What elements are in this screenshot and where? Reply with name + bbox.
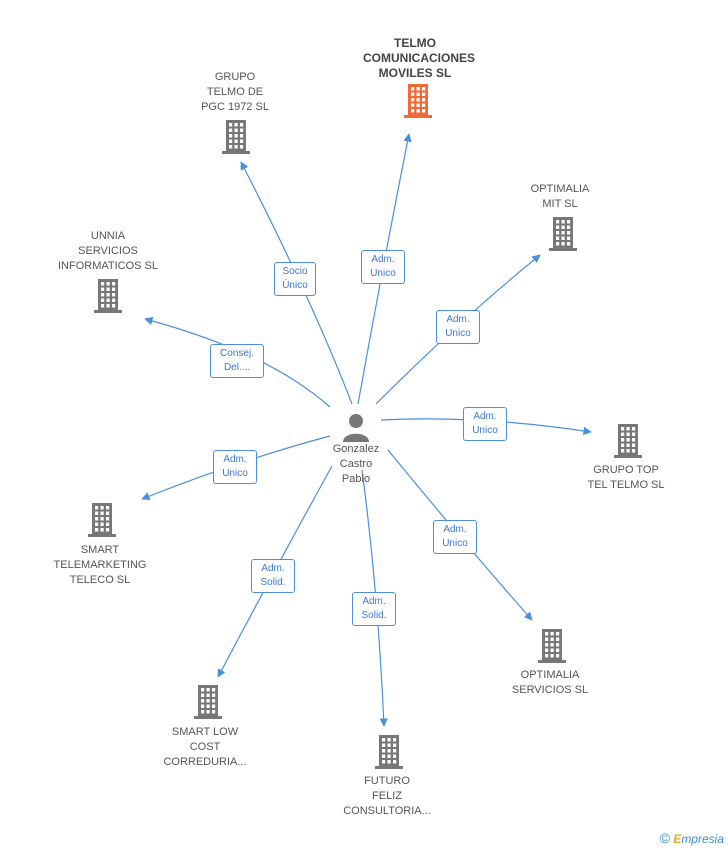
role-badge-grupo-telmo-pgc[interactable]: Socio Único <box>274 262 316 296</box>
company-node-grupo-top-tel[interactable] <box>613 424 643 458</box>
company-label-optimalia-mit[interactable]: OPTIMALIA MIT SL <box>515 182 605 212</box>
company-label-telmo-comunicaciones[interactable]: TELMO COMUNICACIONES MOVILES SL <box>363 36 476 81</box>
company-name: UNNIA SERVICIOS INFORMATICOS SL <box>57 230 159 272</box>
role-badge-grupo-top-tel[interactable]: Adm. Unico <box>463 407 507 441</box>
person-icon <box>343 414 369 442</box>
company-label-grupo-top-tel[interactable]: GRUPO TOP TEL TELMO SL <box>581 463 671 493</box>
company-node-smart-low-cost[interactable] <box>193 685 223 719</box>
role-badge-unnia-servicios[interactable]: Consej. Del.... <box>210 344 264 378</box>
company-node-telmo-comunicaciones[interactable] <box>403 84 433 118</box>
company-node-optimalia-servicios[interactable] <box>537 629 567 663</box>
company-label-unnia-servicios[interactable]: UNNIA SERVICIOS INFORMATICOS SL <box>52 229 164 274</box>
role-badge-smart-low-cost[interactable]: Adm. Solid. <box>251 559 295 593</box>
company-label-futuro-feliz[interactable]: FUTURO FELIZ CONSULTORIA... <box>342 774 432 819</box>
company-label-smart-low-cost[interactable]: SMART LOW COST CORREDURIA... <box>160 725 250 770</box>
building-icon <box>194 685 222 719</box>
building-icon <box>375 735 403 769</box>
person-name: Gonzalez Castro Pablo <box>332 443 380 485</box>
brand-logo-letter: E <box>673 832 682 846</box>
building-icon <box>88 503 116 537</box>
company-name: TELMO COMUNICACIONES MOVILES SL <box>363 36 476 80</box>
person-node[interactable]: Gonzalez Castro Pablo <box>310 412 402 487</box>
company-name: GRUPO TELMO DE PGC 1972 SL <box>201 71 269 113</box>
company-node-futuro-feliz[interactable] <box>374 735 404 769</box>
company-label-grupo-telmo-pgc[interactable]: GRUPO TELMO DE PGC 1972 SL <box>190 70 280 115</box>
company-label-optimalia-servicios[interactable]: OPTIMALIA SERVICIOS SL <box>505 668 595 698</box>
company-name: SMART LOW COST CORREDURIA... <box>163 726 247 768</box>
company-name: OPTIMALIA SERVICIOS SL <box>511 669 589 696</box>
building-icon <box>404 84 432 118</box>
company-name: OPTIMALIA MIT SL <box>530 183 590 210</box>
role-badge-optimalia-mit[interactable]: Adm. Unico <box>436 310 480 344</box>
brand-name: mpresia <box>681 832 724 846</box>
building-icon <box>614 424 642 458</box>
building-icon <box>222 120 250 154</box>
company-name: FUTURO FELIZ CONSULTORIA... <box>343 775 431 817</box>
building-icon <box>549 217 577 251</box>
company-name: SMART TELEMARKETING TELECO SL <box>53 544 147 586</box>
copyright-icon: © <box>659 830 670 846</box>
company-node-grupo-telmo-pgc[interactable] <box>221 120 251 154</box>
footer-brand: © Empresia <box>660 830 724 846</box>
building-icon <box>94 279 122 313</box>
company-label-smart-telemarketing[interactable]: SMART TELEMARKETING TELECO SL <box>50 543 150 588</box>
role-badge-telmo-comunicaciones[interactable]: Adm. Unico <box>361 250 405 284</box>
role-badge-optimalia-servicios[interactable]: Adm. Unico <box>433 520 477 554</box>
company-node-smart-telemarketing[interactable] <box>87 503 117 537</box>
company-name: GRUPO TOP TEL TELMO SL <box>587 464 665 491</box>
company-node-unnia-servicios[interactable] <box>93 279 123 313</box>
role-badge-smart-telemarketing[interactable]: Adm. Unico <box>213 450 257 484</box>
role-badge-futuro-feliz[interactable]: Adm. Solid. <box>352 592 396 626</box>
building-icon <box>538 629 566 663</box>
company-node-optimalia-mit[interactable] <box>548 217 578 251</box>
